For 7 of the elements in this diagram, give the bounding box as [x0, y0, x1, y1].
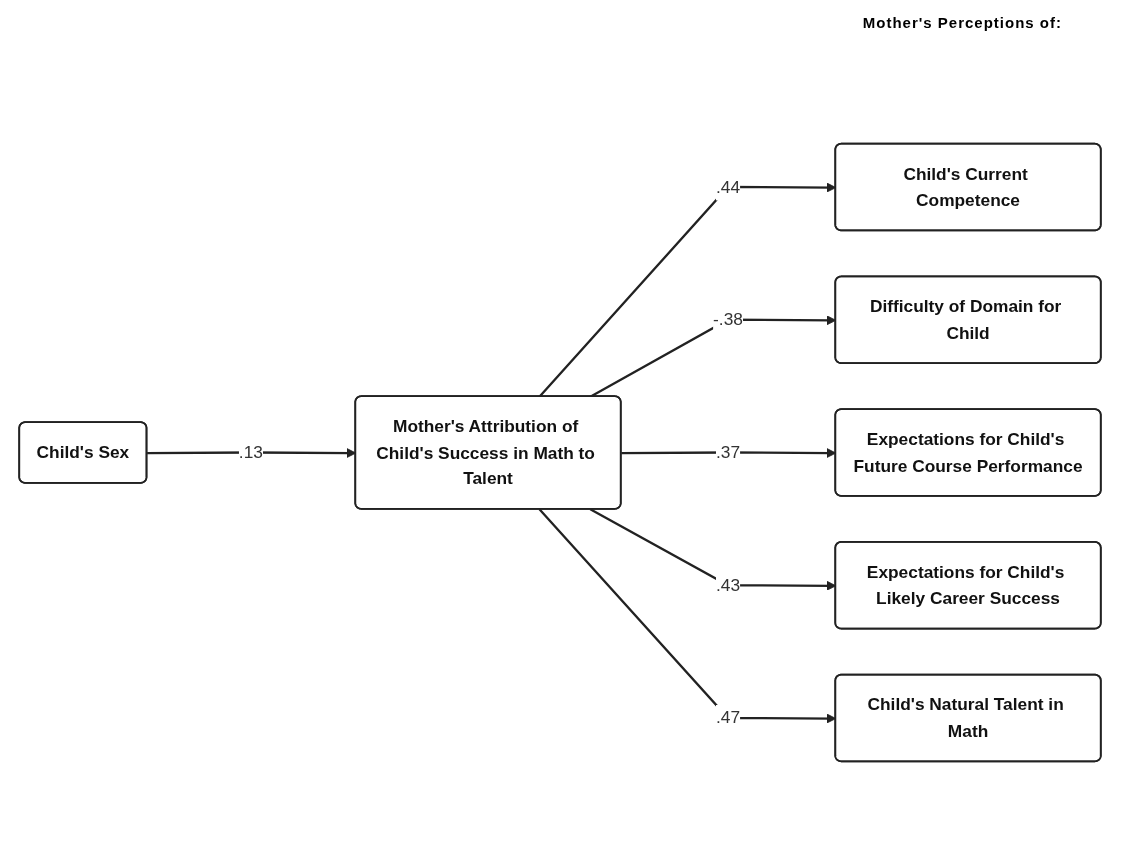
heading-note: Mother's Perceptions of: [862, 14, 1062, 31]
edge-label: .47 [715, 707, 741, 727]
edge-label: .44 [715, 176, 741, 196]
edge-label: .37 [715, 441, 741, 462]
edge-label: .43 [715, 574, 741, 595]
edge-label: .13 [238, 441, 263, 462]
edge-label: -.38 [713, 309, 743, 329]
